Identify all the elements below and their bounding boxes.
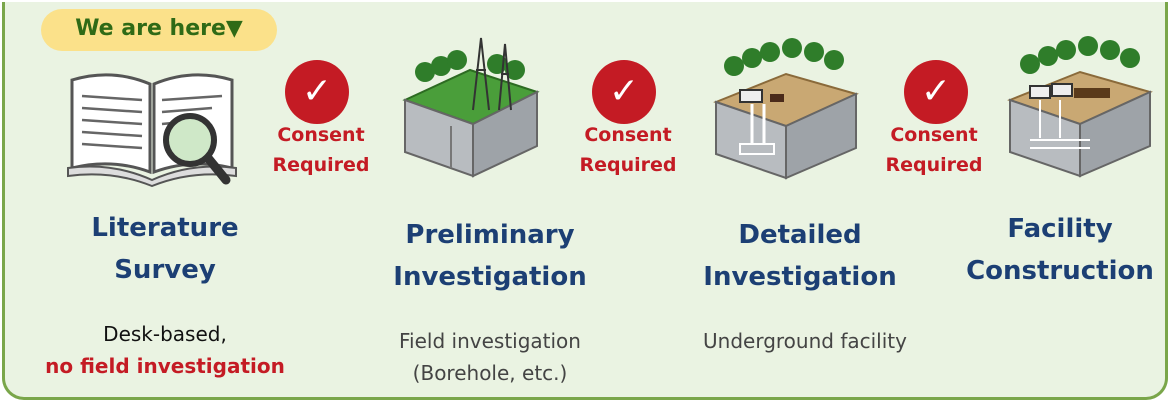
stage-description-literature-survey: Desk-based, no field investigation (45, 322, 285, 378)
ground-block-with-facility-icon (1007, 36, 1153, 178)
we-are-here-label: We are here▼ (75, 16, 243, 41)
checkmark-icon: ✓ (904, 60, 968, 124)
consent-required-label: Consent Required (885, 124, 983, 176)
process-panel (2, 2, 1168, 400)
checkmark-icon: ✓ (592, 60, 656, 124)
consent-required-label: Consent Required (579, 124, 677, 176)
stage-description-detailed-investigation: Underground facility (703, 329, 907, 353)
ground-block-with-power-tower-icon (402, 37, 540, 178)
checkmark-icon: ✓ (285, 60, 349, 124)
we-are-here-badge: We are here▼ (41, 9, 277, 51)
stage-description-preliminary-investigation: Field investigation (Borehole, etc.) (399, 329, 581, 385)
open-book-with-magnifier-icon (67, 73, 237, 187)
ground-block-with-borehole-icon (713, 38, 859, 180)
consent-required-label: Consent Required (272, 124, 370, 176)
